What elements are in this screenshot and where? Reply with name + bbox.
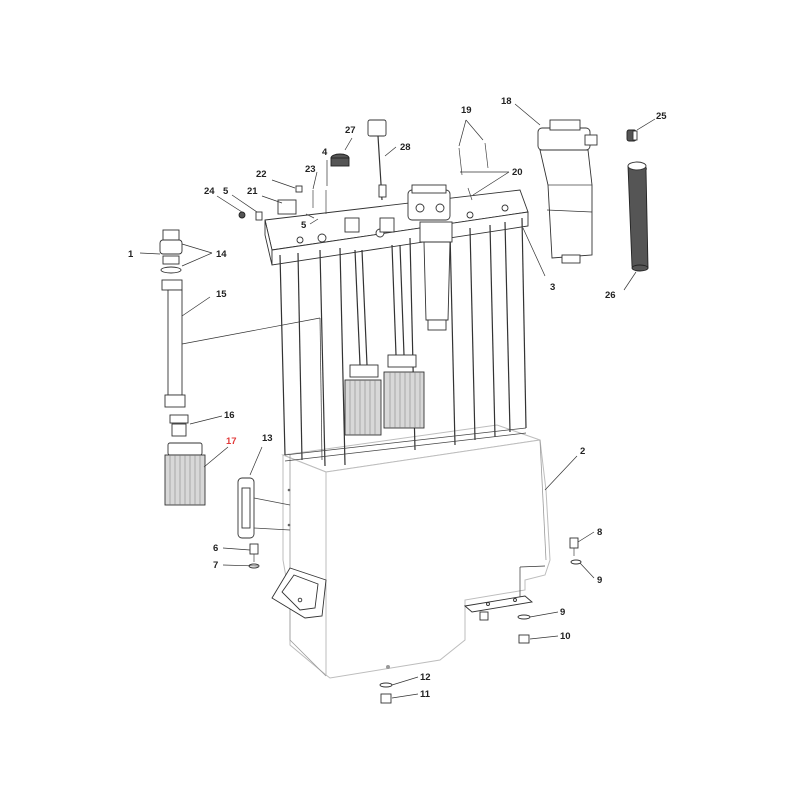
callout-18: 18 — [501, 96, 512, 107]
suction-line-assembly — [159, 229, 189, 437]
callout-2: 2 — [580, 446, 585, 457]
callout-23: 23 — [305, 164, 316, 175]
callout-22: 22 — [256, 169, 267, 180]
tank-foot-bracket — [271, 567, 327, 619]
level-sensor — [367, 119, 387, 201]
callout-19: 19 — [461, 105, 472, 116]
callout-25: 25 — [656, 111, 667, 122]
callout-16: 16 — [224, 410, 235, 421]
leader-lines — [139, 103, 656, 699]
return-filter-housing — [537, 119, 598, 264]
callout-14: 14 — [216, 249, 227, 260]
callout-9b: 9 — [560, 607, 565, 618]
bolts-left — [248, 543, 260, 569]
sight-glass — [237, 477, 291, 539]
callout-10: 10 — [560, 631, 571, 642]
suction-filter-right — [383, 244, 425, 429]
plate-fittings — [238, 142, 489, 233]
callout-5a: 5 — [223, 186, 229, 197]
callout-3: 3 — [550, 282, 555, 293]
return-filter-center — [407, 184, 453, 331]
callouts: 1 2 3 4 5 5 6 7 8 9 9 10 11 12 13 14 15 … — [128, 96, 667, 700]
callout-11: 11 — [420, 689, 431, 700]
callout-1: 1 — [128, 249, 134, 260]
callout-6: 6 — [213, 543, 218, 554]
bolts-right — [569, 537, 582, 565]
callout-7: 7 — [213, 560, 218, 571]
callout-8: 8 — [597, 527, 602, 538]
tank-body — [281, 424, 551, 679]
callout-5b: 5 — [301, 220, 307, 231]
tank-foot-plate — [463, 595, 534, 613]
filter-element — [627, 161, 649, 272]
callout-12: 12 — [420, 672, 431, 683]
drain-plug — [379, 682, 393, 704]
callout-28: 28 — [400, 142, 411, 153]
callout-24: 24 — [204, 186, 215, 197]
callout-17: 17 — [226, 436, 237, 447]
callout-26: 26 — [605, 290, 616, 301]
suction-strainer — [164, 442, 206, 506]
callout-20: 20 — [512, 167, 523, 178]
callout-4: 4 — [322, 147, 328, 158]
callout-9a: 9 — [597, 575, 602, 586]
mounting-plate — [264, 189, 529, 266]
callout-15: 15 — [216, 289, 227, 300]
plug — [626, 129, 638, 142]
callout-27: 27 — [345, 125, 356, 136]
suction-filter-left — [344, 249, 382, 436]
foot-fasteners — [479, 611, 531, 644]
breather-cap — [330, 153, 350, 167]
callout-21: 21 — [247, 186, 258, 197]
callout-13: 13 — [262, 433, 273, 444]
